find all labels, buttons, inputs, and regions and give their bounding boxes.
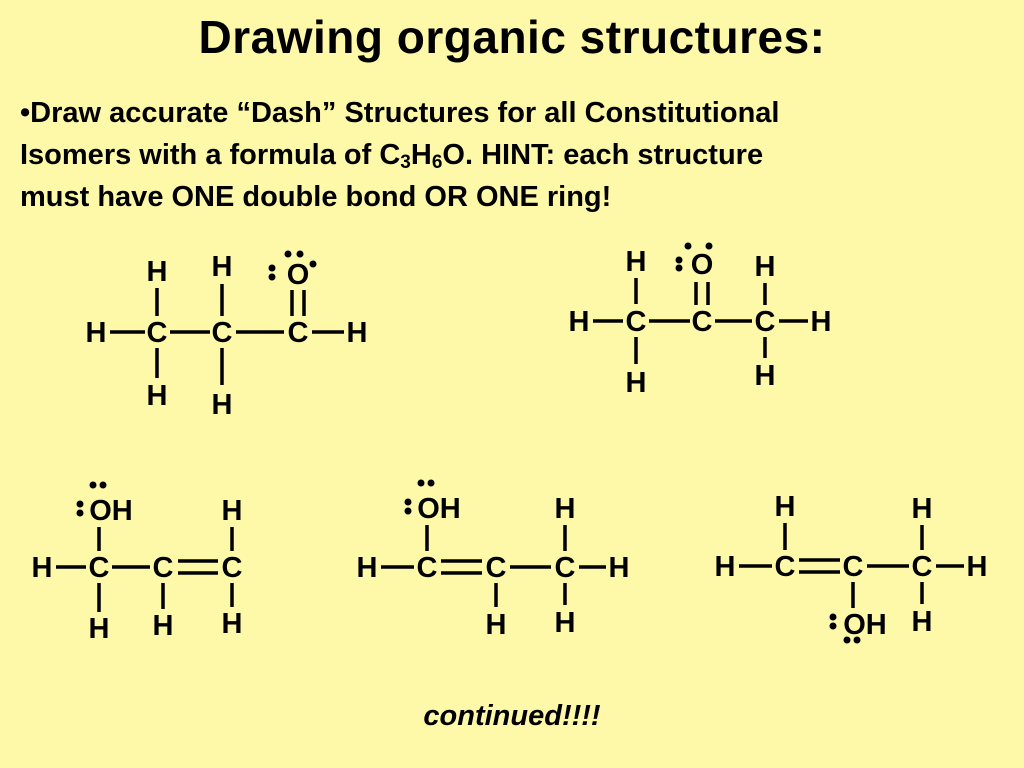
slide-title: Drawing organic structures: [198, 11, 826, 63]
lone-pair-electron [99, 481, 107, 489]
lone-pair-electron [76, 509, 84, 517]
atom-h: H [153, 610, 174, 642]
atom-h: H [212, 251, 233, 283]
atom-h: H [147, 256, 168, 288]
structure-acetone: H C C C H H H O H H [569, 242, 832, 399]
structure-propanal: H C C C H H H H H O [86, 250, 368, 421]
lone-pair-electron [404, 498, 412, 506]
atom-c: C [755, 306, 776, 338]
atom-h: H [32, 552, 53, 584]
formula-hydrogen: H [410, 139, 432, 171]
structure-prop-1-en-2-ol: H C C C H H H OH H [715, 491, 988, 644]
atom-h: H [222, 495, 243, 527]
atom-oh: OH [843, 609, 887, 641]
atom-o: O [287, 259, 310, 291]
atom-c: C [147, 317, 168, 349]
atom-h: H [775, 491, 796, 523]
lone-pair-electron [843, 636, 851, 644]
atom-oh: OH [417, 493, 461, 525]
structure-prop-1-en-1-ol: H C C C H OH H H H [357, 479, 630, 641]
atom-h: H [486, 609, 507, 641]
atom-h: H [147, 380, 168, 412]
instruction-line-1: •Draw accurate “Dash” Structures for all… [20, 97, 780, 129]
lone-pair-electron [89, 481, 97, 489]
atom-c: C [912, 551, 933, 583]
atom-c: C [626, 306, 647, 338]
lone-pair-electron [284, 250, 292, 258]
lone-pair-electron [675, 256, 683, 264]
atom-c: C [89, 552, 110, 584]
atom-h: H [755, 360, 776, 392]
atom-c: C [222, 552, 243, 584]
atom-h: H [212, 389, 233, 421]
atom-h: H [715, 551, 736, 583]
atom-h: H [89, 613, 110, 645]
atom-h: H [912, 493, 933, 525]
continued-label: continued!!!! [423, 700, 601, 732]
atom-h: H [967, 551, 988, 583]
atom-c: C [212, 317, 233, 349]
lone-pair-electron [268, 273, 276, 281]
lone-pair-electron [76, 500, 84, 508]
atom-oh: OH [89, 495, 133, 527]
atom-c: C [843, 551, 864, 583]
atom-h: H [609, 552, 630, 584]
atom-h: H [555, 493, 576, 525]
lone-pair-electron [296, 250, 304, 258]
atom-h: H [555, 607, 576, 639]
atom-h: H [626, 367, 647, 399]
atom-h: H [347, 317, 368, 349]
instruction-line-2-start: Isomers with a formula of C [20, 139, 401, 171]
atom-c: C [288, 317, 309, 349]
atom-o: O [691, 249, 714, 281]
lone-pair-electron [829, 613, 837, 621]
instruction-text: •Draw accurate “Dash” Structures for all… [20, 92, 1010, 218]
atom-h: H [626, 246, 647, 278]
lone-pair-electron [417, 479, 425, 487]
atom-h: H [912, 606, 933, 638]
atom-c: C [153, 552, 174, 584]
atom-c: C [692, 306, 713, 338]
lone-pair-electron [309, 260, 317, 268]
lone-pair-electron [427, 479, 435, 487]
carbon-count: 3 [400, 152, 411, 173]
lone-pair-electron [404, 507, 412, 515]
lone-pair-electron [675, 264, 683, 272]
atom-c: C [555, 552, 576, 584]
instruction-line-2: Isomers with a formula of C3H6O. HINT: e… [20, 134, 1010, 176]
atom-h: H [755, 251, 776, 283]
atom-h: H [222, 608, 243, 640]
lone-pair-electron [268, 264, 276, 272]
atom-h: H [569, 306, 590, 338]
hydrogen-count: 6 [431, 152, 443, 173]
lone-pair-electron [705, 242, 713, 250]
atom-c: C [775, 551, 796, 583]
atom-h: H [86, 317, 107, 349]
instruction-line-2-end: O. HINT: each structure [442, 139, 764, 171]
lone-pair-electron [684, 242, 692, 250]
instruction-line-3: must have ONE double bond OR ONE ring! [20, 181, 612, 213]
atom-c: C [417, 552, 438, 584]
structure-allyl-alcohol: H C C C OH H H H H [32, 481, 243, 645]
atom-h: H [357, 552, 378, 584]
atom-h: H [811, 306, 832, 338]
lone-pair-electron [829, 622, 837, 630]
lone-pair-electron [853, 636, 861, 644]
atom-c: C [486, 552, 507, 584]
